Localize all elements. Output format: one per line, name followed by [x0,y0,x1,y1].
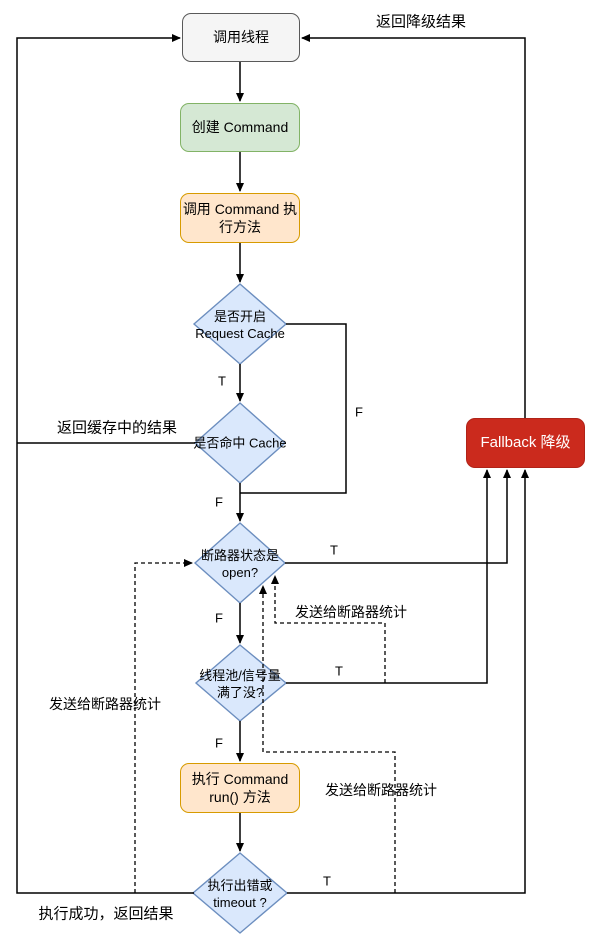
decision-error-or-timeout-label: 执行出错或 timeout ? [207,877,273,910]
branch-label-cache-enabled-false: F [355,404,363,420]
branch-label-cache-enabled-true: T [218,373,226,389]
edge-error-true-to-fallback [287,469,529,894]
decision-error-or-timeout-shape [191,852,289,934]
node-invoke-command-label: 调用 Command 执 行方法 [182,200,298,235]
node-run-command: 执行 Command run() 方法 [180,763,300,813]
decision-circuit-open-label: 断路器状态是 open? [200,547,279,580]
annotation-report-stats-middle: 发送给断路器统计 [295,604,407,620]
node-run-command-label: 执行 Command run() 方法 [191,770,289,805]
edge-report-stats-from-error [259,585,396,893]
edge-cache-enabled-false-bypass [240,323,347,494]
node-create-command: 创建 Command [180,103,300,152]
annotation-report-stats-left: 发送给断路器统计 [49,696,161,712]
decision-request-cache-enabled-label: 是否开启 Request Cache [195,308,285,341]
edge-circuit-true-to-fallback [285,469,511,564]
branch-label-pool-full-true: T [335,663,343,679]
node-fallback-label: Fallback 降级 [480,434,571,452]
node-invoke-command: 调用 Command 执 行方法 [180,193,300,243]
node-create-command-label: 创建 Command [191,119,289,136]
branch-label-circuit-open-false: F [215,610,223,626]
node-caller-thread: 调用线程 [182,13,300,62]
decision-cache-hit-label: 是否命中 Cache [193,435,287,451]
annotation-report-stats-right: 发送给断路器统计 [325,782,437,798]
branch-label-error-true: T [323,873,331,889]
annotation-success-return-result: 执行成功，返回结果 [38,905,174,923]
branch-label-cache-hit-false: F [215,494,223,510]
branch-label-pool-full-false: F [215,735,223,751]
node-fallback: Fallback 降级 [466,418,585,468]
edge-report-stats-from-pool [271,575,386,683]
annotation-return-fallback-result: 返回降级结果 [375,13,467,31]
branch-label-circuit-open-true: T [330,542,338,558]
edge-pool-true-to-fallback [286,469,491,684]
edge-fallback-return-to-caller [301,34,526,418]
edge-report-stats-from-success [134,559,193,893]
decision-pool-full-label: 线程池/信号量 满了没? [199,667,281,700]
annotation-return-cached-result: 返回缓存中的结果 [56,419,178,437]
node-caller-thread-label: 调用线程 [213,29,269,46]
edge-success-return-to-caller [16,34,194,894]
